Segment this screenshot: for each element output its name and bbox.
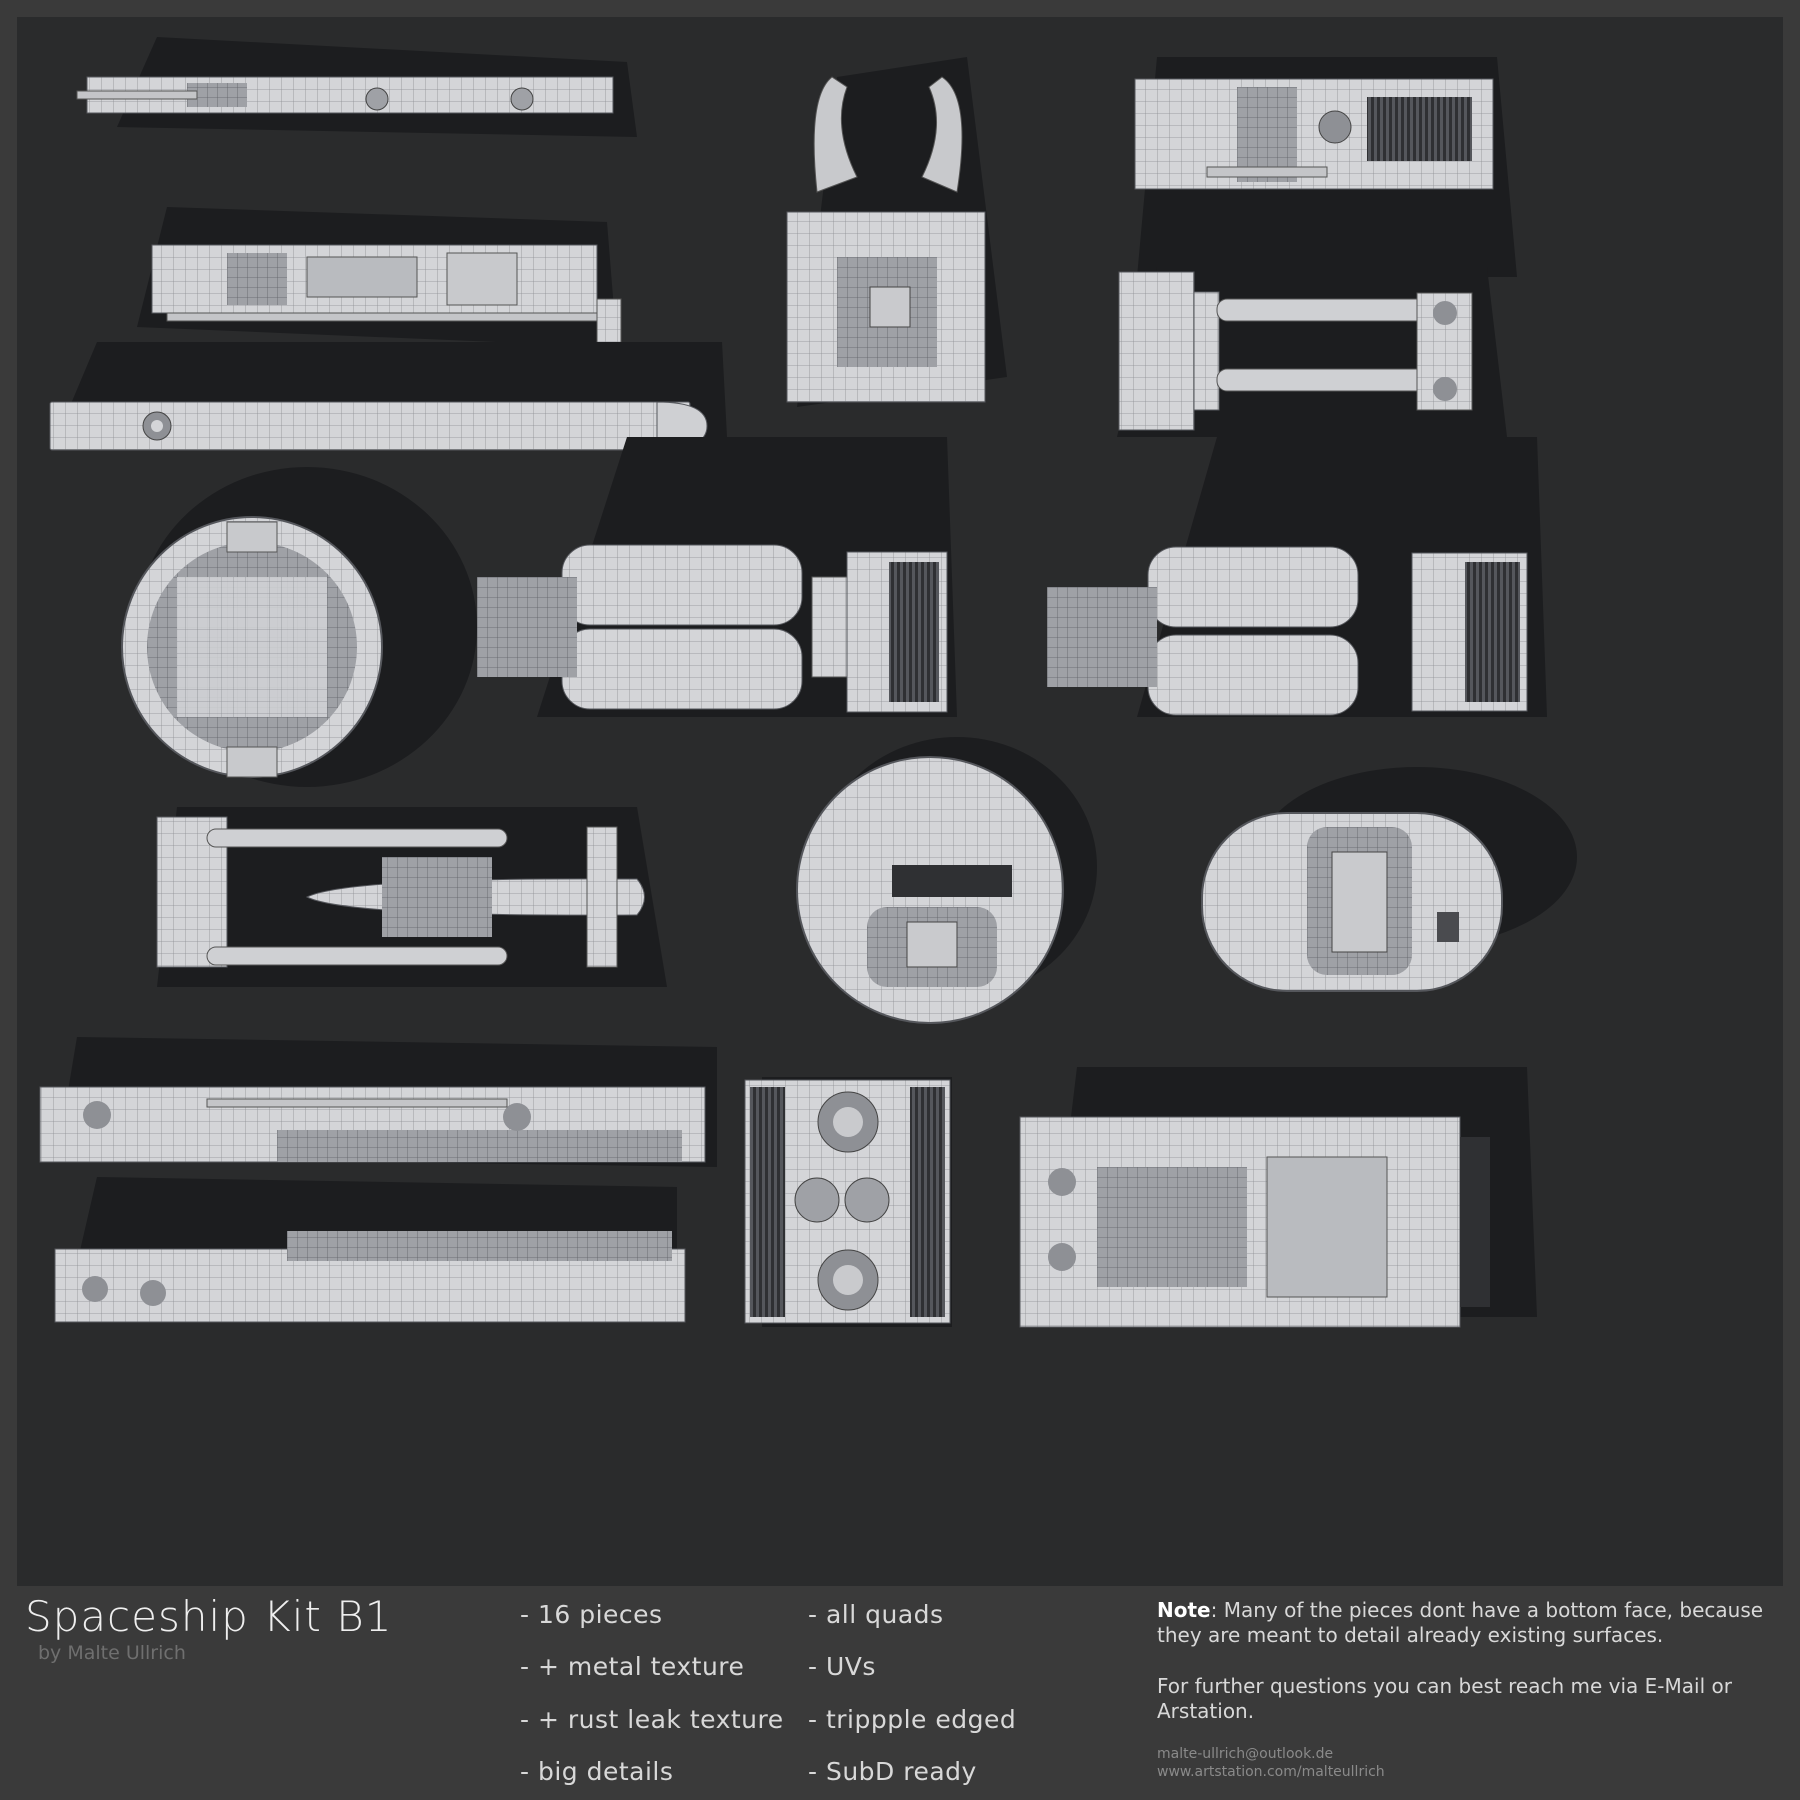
kit-piece-01	[76, 37, 637, 137]
note-text: : Many of the pieces dont have a bottom …	[1157, 1598, 1764, 1647]
contact-website[interactable]: www.artstation.com/malteullrich	[1157, 1764, 1385, 1780]
kit-piece-14	[54, 1177, 686, 1323]
feature-uvs: - UVs	[808, 1652, 876, 1681]
kit-piece-07	[121, 467, 477, 787]
contact-paragraph: For further questions you can best reach…	[1157, 1674, 1732, 1723]
kit-piece-13	[39, 1037, 717, 1167]
kit-piece-09	[1047, 437, 1547, 717]
kit-piece-05	[1134, 57, 1517, 277]
kit-piece-15	[744, 1077, 952, 1327]
kit-piece-03	[49, 342, 727, 451]
kit-piece-11	[796, 737, 1097, 1024]
note-paragraph: Note: Many of the pieces dont have a bot…	[1157, 1598, 1777, 1648]
feature-pieces: - 16 pieces	[520, 1600, 663, 1629]
kit-pieces-render	[39, 37, 1577, 1328]
feature-all-quads: - all quads	[808, 1600, 944, 1629]
kit-author: by Malte Ullrich	[38, 1642, 186, 1664]
kit-title: Spaceship Kit B1	[25, 1592, 393, 1641]
kit-piece-02	[137, 207, 622, 350]
feature-metal-texture: - + metal texture	[520, 1652, 745, 1681]
render-viewport	[17, 17, 1783, 1586]
contact-email[interactable]: malte-ullrich@outlook.de	[1157, 1746, 1334, 1762]
feature-subd-ready: - SubD ready	[808, 1757, 977, 1786]
kit-piece-10	[156, 807, 667, 987]
feature-edged: - trippple edged	[808, 1705, 1017, 1734]
kit-piece-08	[477, 437, 957, 717]
feature-rust-leak-texture: - + rust leak texture	[520, 1705, 784, 1734]
kit-piece-12	[1201, 767, 1577, 992]
feature-big-details: - big details	[520, 1757, 674, 1786]
kit-piece-04	[786, 57, 1007, 407]
kit-piece-16	[1019, 1067, 1537, 1328]
note-label: Note	[1157, 1598, 1211, 1622]
kit-piece-06	[1117, 267, 1507, 437]
